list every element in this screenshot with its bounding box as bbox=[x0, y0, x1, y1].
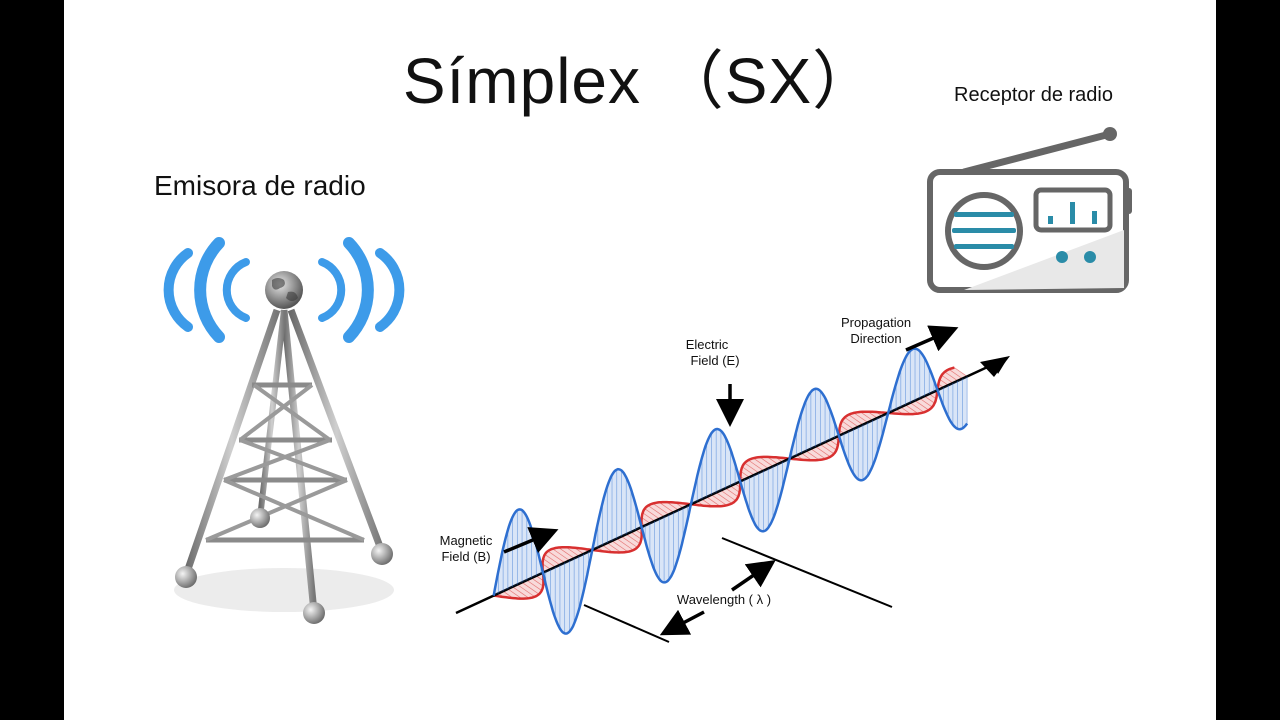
magnetic-wave-hatch bbox=[919, 398, 933, 408]
magnetic-wave-hatch bbox=[644, 508, 660, 520]
magnetic-wave-hatch bbox=[810, 448, 826, 460]
magnetic-wave-hatch bbox=[805, 450, 820, 461]
magnetic-wave-hatch bbox=[542, 563, 551, 570]
magnetic-field-label-line2: Field (B) bbox=[441, 549, 491, 564]
magnetic-wave-hatch bbox=[910, 402, 925, 413]
magnetic-wave-hatch bbox=[759, 456, 774, 467]
magnetic-wave-hatch bbox=[753, 457, 769, 469]
magnetic-wave-hatch bbox=[641, 517, 651, 524]
magnetic-wave-hatch bbox=[616, 538, 634, 551]
magnetic-wave-hatch bbox=[720, 490, 736, 501]
wavelength-label: Wavelength ( λ ) bbox=[676, 592, 772, 607]
magnetic-wave-hatch bbox=[941, 374, 954, 384]
magnetic-wave-hatch bbox=[944, 371, 958, 382]
magnetic-wave-hatch bbox=[815, 446, 831, 458]
magnetic-wave-hatch bbox=[626, 533, 641, 545]
electric-field-wave bbox=[492, 347, 969, 635]
magnetic-wave-hatch bbox=[647, 505, 665, 517]
magnetic-wave-hatch bbox=[542, 558, 556, 568]
magnetic-wave-hatch bbox=[744, 462, 759, 474]
magnetic-wave-hatch bbox=[565, 546, 580, 557]
electric-wave-curve bbox=[492, 347, 969, 635]
magnetic-wave-hatch bbox=[521, 582, 540, 595]
wavelength-arrow-left bbox=[659, 609, 705, 636]
magnetic-wave-hatch bbox=[905, 404, 919, 414]
propagation-label-line2: Direction bbox=[850, 331, 902, 346]
magnetic-wave-hatch bbox=[748, 459, 764, 471]
magnetic-wave-hatch bbox=[531, 577, 544, 587]
receiver-label: Receptor de radio bbox=[954, 84, 1113, 106]
magnetic-wave-hatch bbox=[507, 588, 522, 599]
electric-field-label: Electric Field (E) bbox=[672, 337, 742, 369]
electric-field-label-line1: Electric bbox=[685, 337, 729, 352]
radio-receiver-icon bbox=[927, 127, 1132, 293]
propagation-label-line1: Propagation bbox=[840, 315, 912, 330]
magnetic-wave-hatch bbox=[924, 395, 935, 404]
magnetic-field-label: Magnetic Field (B) bbox=[426, 533, 506, 565]
em-wave-diagram bbox=[455, 325, 1010, 643]
magnetic-wave-hatch bbox=[517, 584, 535, 598]
magnetic-field-label-line1: Magnetic bbox=[439, 533, 493, 548]
page-title: Símplex （SX） bbox=[402, 45, 878, 117]
propagation-direction-label: Propagation Direction bbox=[826, 315, 926, 347]
magnetic-wave-hatch bbox=[840, 425, 849, 432]
magnetic-wave-hatch bbox=[526, 579, 542, 591]
diagram-canvas bbox=[163, 127, 1132, 643]
magnetic-wave-hatch bbox=[652, 503, 670, 515]
magnetic-wave-hatch bbox=[715, 492, 733, 504]
magnetic-wave-hatch bbox=[706, 496, 721, 507]
magnetic-wave-hatch bbox=[730, 485, 740, 493]
magnetic-wave-hatch bbox=[914, 400, 929, 411]
magnetic-wave-hatch bbox=[948, 369, 963, 379]
magnetic-wave-hatch bbox=[611, 540, 629, 553]
magnetic-wave-hatch bbox=[853, 412, 868, 423]
slide: Símplex （SX） Emisora de radio Receptor d… bbox=[64, 0, 1216, 720]
magnetic-wave-hatch bbox=[711, 494, 727, 506]
transmitter-label: Emisora de radio bbox=[154, 170, 366, 201]
magnetic-wave-hatch bbox=[642, 512, 655, 522]
signal-waves bbox=[163, 237, 405, 343]
globe-icon bbox=[265, 271, 303, 309]
magnetic-wave-hatch bbox=[954, 367, 968, 377]
magnetic-wave-hatch bbox=[740, 471, 750, 478]
magnetic-wave-hatch bbox=[824, 441, 837, 451]
magnetic-wave-hatch bbox=[621, 536, 638, 548]
magnetic-wave-hatch bbox=[558, 547, 575, 559]
magnetic-wave-hatch bbox=[544, 554, 561, 566]
magnetic-wave-hatch bbox=[742, 466, 755, 476]
magnetic-wave-hatch bbox=[829, 439, 838, 446]
radio-tower-icon bbox=[163, 237, 405, 624]
magnetic-wave-hatch bbox=[607, 542, 622, 553]
magnetic-wave-hatch bbox=[939, 379, 949, 386]
magnetic-wave-hatch bbox=[844, 417, 859, 428]
magnetic-wave-hatch bbox=[841, 420, 854, 430]
magnetic-wave-hatch bbox=[630, 531, 642, 540]
magnetic-wave-hatch bbox=[820, 444, 835, 455]
magnetic-wave-hatch bbox=[547, 550, 565, 563]
magnetic-wave-hatch bbox=[860, 411, 873, 421]
propagation-arrow bbox=[905, 325, 959, 352]
magnetic-wave-hatch bbox=[512, 586, 530, 599]
magnetic-wave-hatch bbox=[848, 414, 864, 425]
magnetic-field-arrow bbox=[503, 527, 559, 554]
wavelength-arrow-right bbox=[731, 560, 776, 592]
magnetic-wave-hatch bbox=[725, 487, 739, 498]
electric-field-label-line2: Field (E) bbox=[690, 353, 740, 368]
magnetic-wave-hatch bbox=[659, 502, 674, 513]
